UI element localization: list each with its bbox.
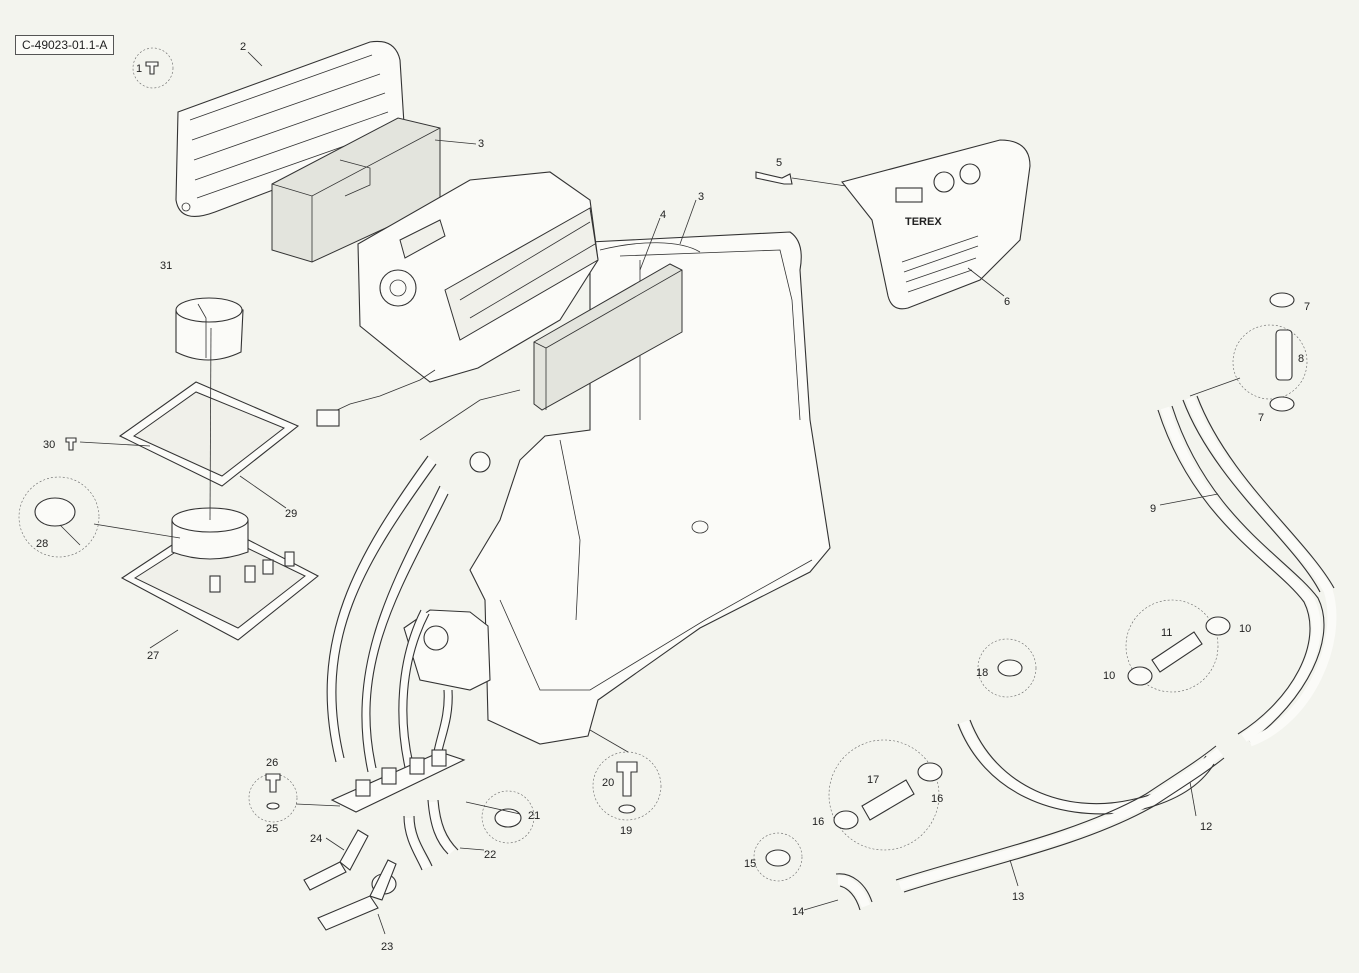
callout-11: 11 bbox=[1161, 627, 1172, 639]
leader-lines bbox=[79, 51, 1241, 935]
part-23-fitting bbox=[317, 859, 397, 931]
callout-15: 15 bbox=[744, 858, 756, 870]
callout-22: 22 bbox=[484, 849, 496, 861]
callout-8: 8 bbox=[1298, 353, 1304, 365]
callout-6: 6 bbox=[1004, 296, 1010, 308]
callout-12: 12 bbox=[1200, 821, 1212, 833]
part-9-hoses bbox=[1157, 395, 1337, 747]
part-26-bolt bbox=[248, 773, 298, 823]
callout-3: 3 bbox=[478, 138, 484, 150]
callout-labels: 1 2 3 3 4 5 6 7 7 8 9 10 10 11 12 13 14 … bbox=[36, 41, 1310, 953]
callout-23: 23 bbox=[381, 941, 393, 953]
callout-10: 10 bbox=[1103, 670, 1115, 682]
callout-16: 16 bbox=[812, 816, 824, 828]
callout-19: 19 bbox=[620, 825, 632, 837]
callout-21: 21 bbox=[528, 810, 540, 822]
part-6-control-panel: TEREX bbox=[841, 139, 1031, 310]
callout-16: 16 bbox=[931, 793, 943, 805]
callout-10: 10 bbox=[1239, 623, 1251, 635]
callout-31: 31 bbox=[160, 260, 172, 272]
callout-28: 28 bbox=[36, 538, 48, 550]
callout-27: 27 bbox=[147, 650, 159, 662]
callout-14: 14 bbox=[792, 906, 804, 918]
part-12-13-hoses bbox=[895, 719, 1225, 893]
callout-2: 2 bbox=[240, 41, 246, 53]
part-1-screw bbox=[132, 47, 174, 89]
part-16-17-clamps-tube bbox=[828, 739, 943, 851]
callout-29: 29 bbox=[285, 508, 297, 520]
hvac-housing bbox=[316, 171, 831, 745]
drawing-code-label: C-49023-01.1-A bbox=[15, 35, 115, 55]
callout-20: 20 bbox=[602, 777, 614, 789]
callout-25: 25 bbox=[266, 823, 278, 835]
callout-30: 30 bbox=[43, 439, 55, 451]
panel-brand-text: TEREX bbox=[905, 216, 942, 228]
callout-13: 13 bbox=[1012, 891, 1024, 903]
callout-1: 1 bbox=[136, 63, 142, 75]
part-24-fitting bbox=[303, 829, 369, 891]
callout-17: 17 bbox=[867, 774, 879, 786]
part-10-11-clamps-tube bbox=[1125, 599, 1231, 693]
part-5-screw bbox=[755, 171, 793, 185]
part-20-bolt bbox=[592, 751, 662, 821]
part-29-gasket bbox=[118, 381, 300, 487]
part-30-screw bbox=[65, 437, 77, 451]
hose-manifold bbox=[330, 749, 466, 813]
part-22-hoses bbox=[403, 799, 459, 871]
callout-3: 3 bbox=[698, 191, 704, 203]
part-14-15-18 bbox=[753, 638, 1037, 911]
callout-7: 7 bbox=[1258, 412, 1264, 424]
callout-5: 5 bbox=[776, 157, 782, 169]
callout-9: 9 bbox=[1150, 503, 1156, 515]
callout-24: 24 bbox=[310, 833, 322, 845]
part-27-base-plate bbox=[120, 507, 320, 641]
part-28-cable-tie bbox=[18, 476, 100, 558]
heater-hoses bbox=[326, 455, 453, 773]
part-7-8-clamps-tube bbox=[1232, 292, 1308, 412]
part-21-clamp bbox=[481, 790, 535, 844]
callout-7: 7 bbox=[1304, 301, 1310, 313]
callout-26: 26 bbox=[266, 757, 278, 769]
callout-18: 18 bbox=[976, 667, 988, 679]
callout-4: 4 bbox=[660, 209, 666, 221]
part-31-sleeve bbox=[175, 297, 244, 361]
